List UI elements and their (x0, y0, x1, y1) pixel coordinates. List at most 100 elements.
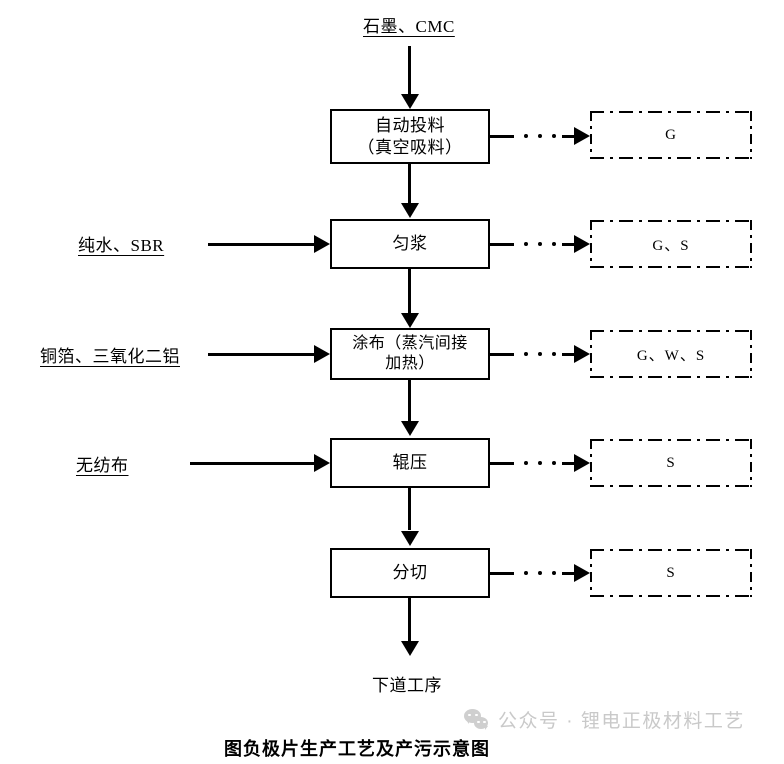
link-3-arrowhead (574, 345, 590, 363)
link-2-stub-left (490, 243, 514, 246)
wechat-logo-icon (464, 708, 490, 731)
waste-3-border-top (590, 330, 752, 332)
waste-2-border-bottom (590, 266, 752, 268)
link-5-arrowhead (574, 564, 590, 582)
connector-4-5-line (408, 488, 411, 530)
waste-2-border-right (750, 220, 752, 268)
process-box-step-2-line1: 匀浆 (392, 234, 428, 254)
link-1-arrowhead (574, 127, 590, 145)
pollutant-box-waste-5[interactable]: S (590, 549, 752, 597)
link-2-arrowhead (574, 235, 590, 253)
wechat-eye-2 (475, 713, 478, 716)
link-2-dot-1 (524, 242, 528, 246)
link-4-dot-2 (538, 461, 542, 465)
link-5-stub-left (490, 572, 514, 575)
process-box-step-3[interactable]: 涂布（蒸汽间接 加热） (330, 328, 490, 380)
side-input-label-input-3: 铜箔、三氧化二铝 (40, 347, 180, 366)
link-1-dot-3 (552, 134, 556, 138)
pollutant-label-waste-4: S (666, 454, 676, 471)
link-4-arrowhead (574, 454, 590, 472)
link-4-dot-1 (524, 461, 528, 465)
connector-1-2-line (408, 164, 411, 204)
side-input-label-input-4: 无纺布 (76, 456, 129, 475)
connector-top-arrow (401, 94, 419, 109)
watermark-text: 公众号 · 锂电正极材料工艺 (498, 711, 745, 732)
link-5-stub-right (562, 572, 576, 575)
link-3-dot-3 (552, 352, 556, 356)
connector-top-line (408, 46, 411, 96)
connector-bottom-arrow (401, 641, 419, 656)
pollutant-box-waste-2[interactable]: G、S (590, 220, 752, 268)
connector-1-2-arrow (401, 203, 419, 218)
wechat-eye-3 (477, 720, 480, 723)
pollutant-label-waste-2: G、S (652, 237, 690, 254)
waste-1-border-bottom (590, 157, 752, 159)
process-box-step-1-line1: 自动投料 (375, 116, 445, 136)
waste-2-border-top (590, 220, 752, 222)
link-5-dot-3 (552, 571, 556, 575)
process-box-step-5-line1: 分切 (392, 563, 428, 583)
bottom-output-label: 下道工序 (372, 676, 442, 695)
link-3-dot-1 (524, 352, 528, 356)
link-4-stub-left (490, 462, 514, 465)
waste-4-border-bottom (590, 485, 752, 487)
link-1-dot-2 (538, 134, 542, 138)
link-2-stub-right (562, 243, 576, 246)
connector-3-4-line (408, 380, 411, 422)
side-input-arrow-input-4 (314, 454, 330, 472)
pollutant-box-waste-4[interactable]: S (590, 439, 752, 487)
pollutant-box-waste-3[interactable]: G、W、S (590, 330, 752, 378)
waste-4-border-right (750, 439, 752, 487)
waste-5-border-top (590, 549, 752, 551)
process-box-step-1[interactable]: 自动投料 （真空吸料） (330, 109, 490, 164)
pollutant-label-waste-1: G (665, 126, 677, 143)
waste-3-border-left (590, 330, 592, 378)
wechat-bubble-large-tail (466, 719, 469, 724)
waste-5-border-left (590, 549, 592, 597)
process-box-step-3-line2: 加热） (385, 355, 435, 372)
link-5-dot-2 (538, 571, 542, 575)
link-3-stub-left (490, 353, 514, 356)
link-4-dot-3 (552, 461, 556, 465)
connector-2-3-arrow (401, 313, 419, 328)
side-input-line-input-3 (208, 353, 318, 356)
side-input-line-input-4 (190, 462, 318, 465)
link-1-dot-1 (524, 134, 528, 138)
pollutant-box-waste-1[interactable]: G (590, 111, 752, 159)
waste-5-border-bottom (590, 595, 752, 597)
connector-4-5-arrow (401, 531, 419, 546)
process-box-step-1-line2: （真空吸料） (357, 137, 463, 157)
link-1-stub-left (490, 135, 514, 138)
link-2-dot-2 (538, 242, 542, 246)
connector-bottom-line (408, 598, 411, 643)
side-input-label-input-2: 纯水、SBR (78, 236, 165, 255)
link-3-dot-2 (538, 352, 542, 356)
watermark: 公众号 · 锂电正极材料工艺 (464, 706, 745, 733)
waste-2-border-left (590, 220, 592, 268)
side-input-line-input-2 (208, 243, 318, 246)
waste-4-border-top (590, 439, 752, 441)
connector-3-4-arrow (401, 421, 419, 436)
process-box-step-3-text: 涂布（蒸汽间接 加热） (352, 334, 468, 374)
waste-1-border-right (750, 111, 752, 159)
top-input-label: 石墨、CMC (363, 17, 455, 36)
wechat-eye-1 (468, 713, 471, 716)
waste-1-border-left (590, 111, 592, 159)
process-box-step-2[interactable]: 匀浆 (330, 219, 490, 269)
side-input-arrow-input-3 (314, 345, 330, 363)
process-box-step-5[interactable]: 分切 (330, 548, 490, 598)
pollutant-label-waste-5: S (666, 564, 676, 581)
pollutant-label-waste-3: G、W、S (636, 347, 706, 364)
link-3-stub-right (562, 353, 576, 356)
waste-4-border-left (590, 439, 592, 487)
wechat-bubble-small-tail (485, 725, 488, 730)
wechat-bubble-small (474, 716, 488, 729)
figure-caption: 图负极片生产工艺及产污示意图 (224, 739, 490, 759)
process-box-step-3-line1: 涂布（蒸汽间接 (352, 335, 468, 352)
process-box-step-4[interactable]: 辊压 (330, 438, 490, 488)
link-4-stub-right (562, 462, 576, 465)
process-box-step-1-text: 自动投料 （真空吸料） (358, 115, 463, 158)
wechat-eye-4 (483, 720, 486, 723)
connector-2-3-line (408, 269, 411, 314)
